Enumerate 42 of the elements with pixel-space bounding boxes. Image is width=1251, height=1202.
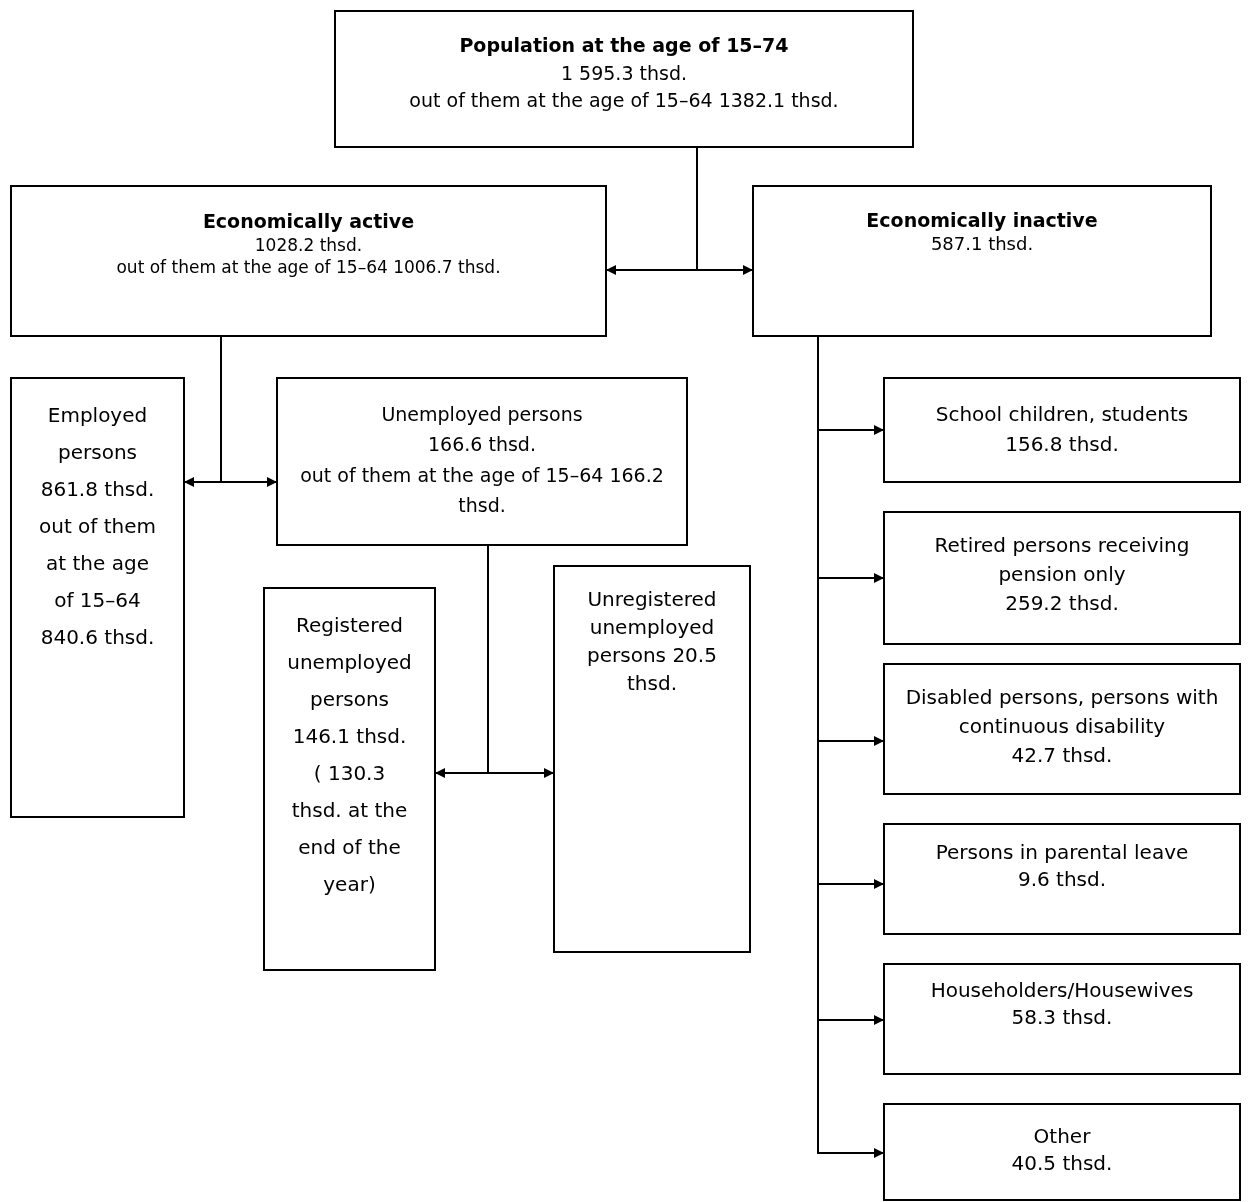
box-text: Householders/Housewives <box>930 977 1194 1004</box>
box-text: out of them at the age of 15–64 1382.1 thsd. <box>409 88 839 114</box>
box-text: out of them at the age of 15–64 1006.7 thsd. <box>116 255 501 278</box>
box-heading: Economically active <box>202 209 415 234</box>
box-text: Persons in parental leave <box>935 839 1189 866</box>
category-box <box>334 10 914 148</box>
category-box <box>10 185 607 337</box>
category-box <box>883 511 1241 645</box>
box-text: 166.6 thsd. <box>428 432 536 458</box>
box-text: Registered unemployed persons 146.1 thsd. ( 130.3 thsd. at the end of the year) <box>287 612 412 898</box>
box-text: Employed persons 861.8 thsd. out of them at the age of 15–64 840.6 thsd. <box>38 402 157 651</box>
connector-arrow <box>696 147 753 275</box>
box-text: Unregistered unemployed persons 20.5 thsd. <box>586 586 718 697</box>
box-heading: Economically inactive <box>866 209 1098 233</box>
category-box <box>883 377 1241 483</box>
category-box <box>752 185 1212 337</box>
box-text: 58.3 thsd. <box>1011 1004 1113 1031</box>
connector-arrow <box>220 336 277 487</box>
box-text: 40.5 thsd. <box>1011 1150 1113 1177</box>
box-heading: Population at the age of 15–74 <box>459 33 789 58</box>
box-text: 156.8 thsd. <box>1005 431 1119 458</box>
box-text: 9.6 thsd. <box>1017 866 1107 893</box>
box-text: 1 595.3 thsd. <box>560 60 688 86</box>
box-text: Other <box>1033 1123 1091 1150</box>
connector-arrow <box>487 545 554 778</box>
box-text: 587.1 thsd. <box>930 232 1034 256</box>
category-box <box>883 963 1241 1075</box>
box-text: 1028.2 thsd. <box>254 233 363 256</box>
category-box <box>553 565 751 953</box>
box-text: Unemployed persons <box>381 402 583 427</box>
category-box <box>883 1103 1241 1201</box>
category-box <box>10 377 185 818</box>
box-text: School children, students <box>935 401 1189 428</box>
box-text: Retired persons receiving pension only <box>933 532 1191 588</box>
box-text: out of them at the age of 15–64 166.2 thsd. <box>299 462 665 519</box>
box-text: 42.7 thsd. <box>1011 742 1113 769</box>
category-box <box>883 663 1241 795</box>
category-box <box>263 587 436 971</box>
category-box <box>883 823 1241 935</box>
box-text: Disabled persons, persons with continuous disability <box>904 684 1220 740</box>
category-box <box>276 377 688 546</box>
box-text: 259.2 thsd. <box>1005 590 1119 617</box>
